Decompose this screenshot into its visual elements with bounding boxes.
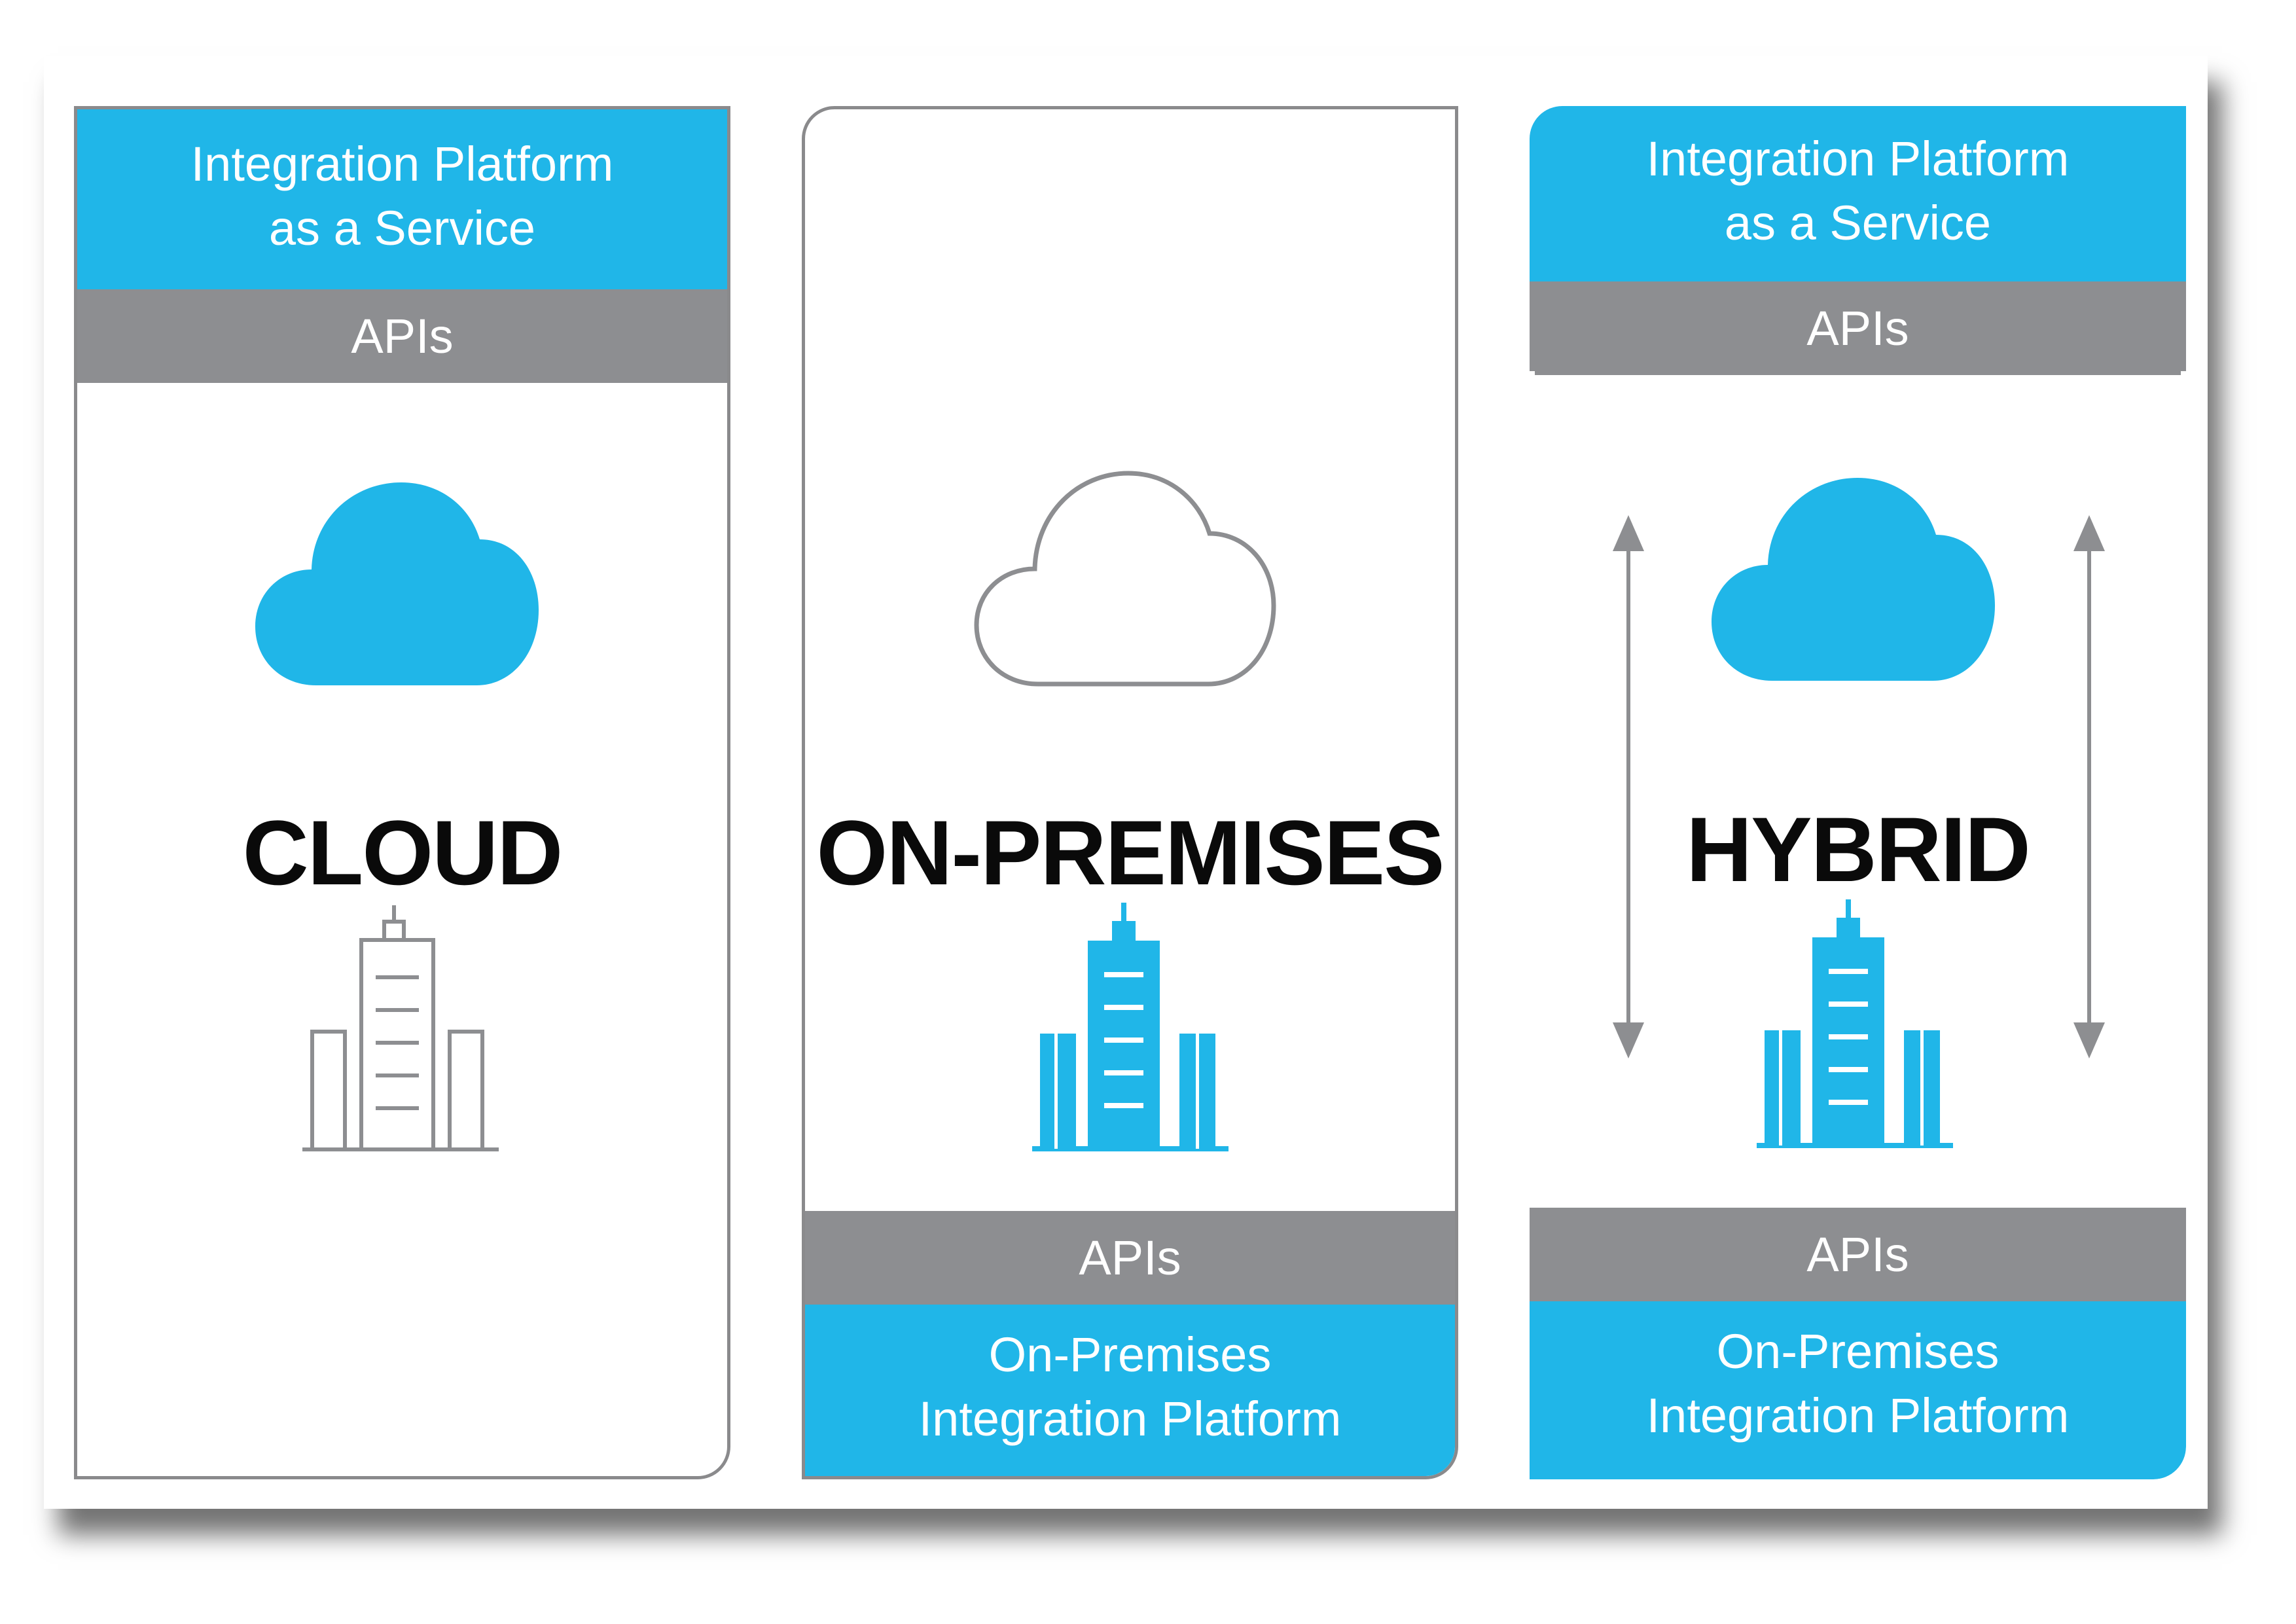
on-prem-title-line2: Integration Platform (1646, 1388, 2070, 1443)
building-icon (1032, 903, 1229, 1158)
ipaas-title-line1: Integration Platform (190, 137, 614, 191)
panel-side-right (2181, 371, 2186, 1198)
building-icon (302, 905, 499, 1161)
on-prem-title-line1: On-Premises (988, 1327, 1272, 1382)
panel-on-premises: ON-PREMISES APIs On-Premises Integration… (802, 106, 1458, 1479)
panel-heading: HYBRID (1686, 798, 2031, 901)
ipaas-title-line2: as a Service (268, 201, 536, 255)
cloud-icon (973, 450, 1280, 695)
panel-side-left (1530, 371, 1535, 1198)
apis-band-bottom: APIs (805, 1211, 1455, 1305)
panel-cloud: Integration Platform as a Service APIs C… (74, 106, 730, 1479)
ipaas-header: Integration Platform as a Service (77, 109, 727, 289)
on-prem-footer: On-Premises Integration Platform (1530, 1301, 2186, 1479)
double-arrow-icon (2071, 515, 2108, 1058)
double-arrow-icon (1610, 515, 1647, 1058)
ipaas-title-line1: Integration Platform (1646, 132, 2070, 186)
building-icon (1757, 899, 1953, 1155)
on-prem-footer: On-Premises Integration Platform (805, 1305, 1455, 1476)
apis-band-top: APIs (1530, 281, 2186, 375)
cloud-icon (1710, 461, 1998, 691)
ipaas-header: Integration Platform as a Service (1530, 106, 2186, 281)
panel-hybrid: Integration Platform as a Service APIs H… (1530, 106, 2186, 1479)
apis-band-top: APIs (77, 289, 727, 383)
panel-heading: ON-PREMISES (816, 801, 1444, 904)
panel-heading: CLOUD (242, 801, 564, 904)
apis-band-bottom: APIs (1530, 1208, 2186, 1301)
on-prem-title-line2: Integration Platform (918, 1392, 1342, 1446)
ipaas-title-line2: as a Service (1724, 196, 1992, 250)
cloud-icon (254, 466, 542, 695)
on-prem-title-line1: On-Premises (1716, 1324, 2000, 1379)
